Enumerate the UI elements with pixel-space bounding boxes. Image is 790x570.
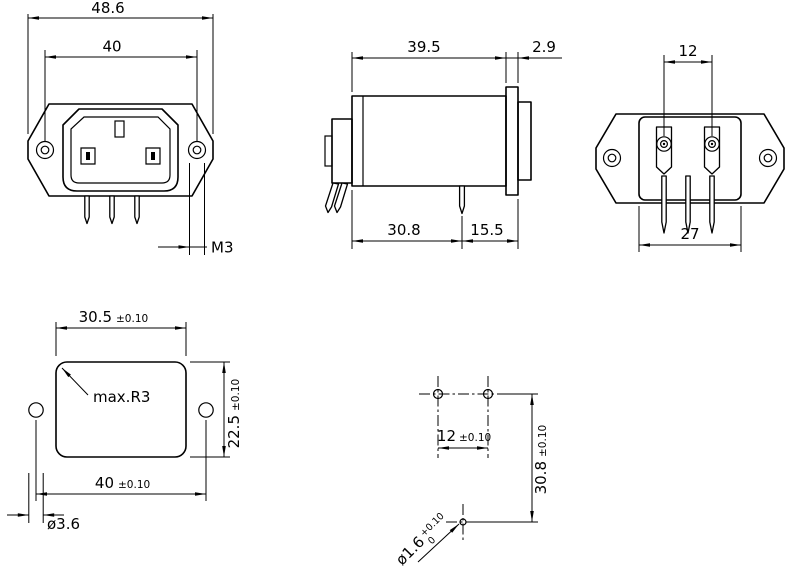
dim-pin-to-flange: 15.5 [470, 221, 503, 239]
drill-dia-tol-upper: +0.10 [418, 511, 446, 539]
solder-lugs [324, 182, 349, 214]
extension-lines [28, 322, 230, 523]
front-flange-outline [27, 103, 214, 197]
rear-bracket-step [324, 135, 333, 167]
thread-callout-lines [189, 163, 207, 255]
extension-lines [351, 52, 519, 249]
dim-length-to-pin: 30.8 [387, 221, 420, 239]
mounting-hole-left [35, 140, 55, 160]
cutout-mounting-hole-right [198, 402, 214, 418]
rear-flange-outline [595, 113, 785, 204]
dim-drill-row-spacing-tol: ±0.10 [537, 425, 549, 457]
dim-drill-row-spacing: 30.8 [532, 461, 550, 494]
mounting-hole-left-bore [40, 145, 50, 155]
mounting-hole-right [758, 148, 778, 168]
terminal-rivet-left-center [662, 142, 666, 146]
mounting-hole-left-bore [607, 153, 617, 163]
dim-cutout-hole-spacing: 40 [95, 474, 114, 492]
dim-cutout-height-group: 22.5 ±0.10 [225, 379, 243, 449]
earth-pin [114, 120, 125, 138]
dim-drill-spacing: 12 [437, 427, 456, 445]
inlet-boss [517, 101, 532, 181]
quick-connect-terminals [655, 126, 721, 175]
contact-slots [86, 152, 155, 160]
front-view: 48.6 40 M3 [27, 0, 234, 257]
drill-diameter-leader [417, 523, 460, 563]
extension-lines [27, 14, 214, 141]
dim-drill-row-spacing-group: 30.8 ±0.10 [532, 425, 550, 495]
panel-cutout-view: 30.5 ±0.10 max.R3 22.5 ±0.10 40 ±0.10 ø3… [7, 308, 243, 533]
extension-lines [638, 55, 742, 252]
terminal-rivet-left-inner [659, 140, 668, 149]
inlet-recess-outer [62, 108, 179, 192]
line-neutral-contacts [80, 147, 161, 165]
mounting-hole-right-bore [763, 153, 773, 163]
rear-bracket [331, 118, 353, 184]
rear-pins [661, 175, 715, 234]
side-view: 39.5 2.9 30.8 15.5 [324, 38, 562, 249]
dim-overall-width: 48.6 [91, 0, 124, 17]
mounting-hole-left [602, 148, 622, 168]
mounting-hole-right-bore [192, 145, 202, 155]
dim-cutout-width: 30.5 [79, 308, 112, 326]
terminal-rivet-right-center [710, 142, 714, 146]
dim-cutout-width-tol: ±0.10 [116, 313, 148, 325]
hole-diameter-callout: ø3.6 [47, 515, 80, 533]
dim-cutout-hole-spacing-tol: ±0.10 [118, 479, 150, 491]
dim-cutout-height-tol: ±0.10 [230, 379, 242, 411]
terminal-rivet-right-inner [707, 140, 716, 149]
dim-body-length: 39.5 [407, 38, 440, 56]
dim-hole-spacing: 40 [102, 38, 121, 56]
mounting-hole-right [187, 140, 207, 160]
filter-body [351, 95, 507, 187]
rear-view: 12 27 [595, 42, 785, 252]
terminal-rivet-right [704, 136, 720, 152]
drill-diameter-callout-group: ø1.6 +0.10 0 [392, 511, 447, 569]
inlet-recess-inner [70, 116, 171, 184]
cutout-mounting-hole-left [28, 402, 44, 418]
drill-pattern-view: 12 ±0.10 30.8 ±0.10 ø1.6 +0.10 0 [392, 376, 550, 569]
drill-diameter-callout: ø1.6 [392, 533, 428, 569]
mounting-flange [505, 86, 519, 196]
dim-body-width: 27 [680, 225, 699, 243]
extension-lines [474, 393, 538, 523]
dim-drill-spacing-tol: ±0.10 [459, 432, 491, 444]
terminal-rivet-left [656, 136, 672, 152]
thread-callout: M3 [211, 239, 234, 257]
cutout-outline [55, 361, 187, 458]
dim-cutout-height: 22.5 [225, 415, 243, 448]
corner-radius-leader [61, 367, 89, 396]
corner-radius-callout: max.R3 [93, 388, 150, 406]
drill-centerlines [419, 376, 507, 541]
pcb-pins [84, 195, 140, 225]
dim-flange-thickness: 2.9 [532, 38, 556, 56]
side-pcb-pin [458, 185, 466, 215]
dim-terminal-spacing: 12 [678, 42, 697, 60]
